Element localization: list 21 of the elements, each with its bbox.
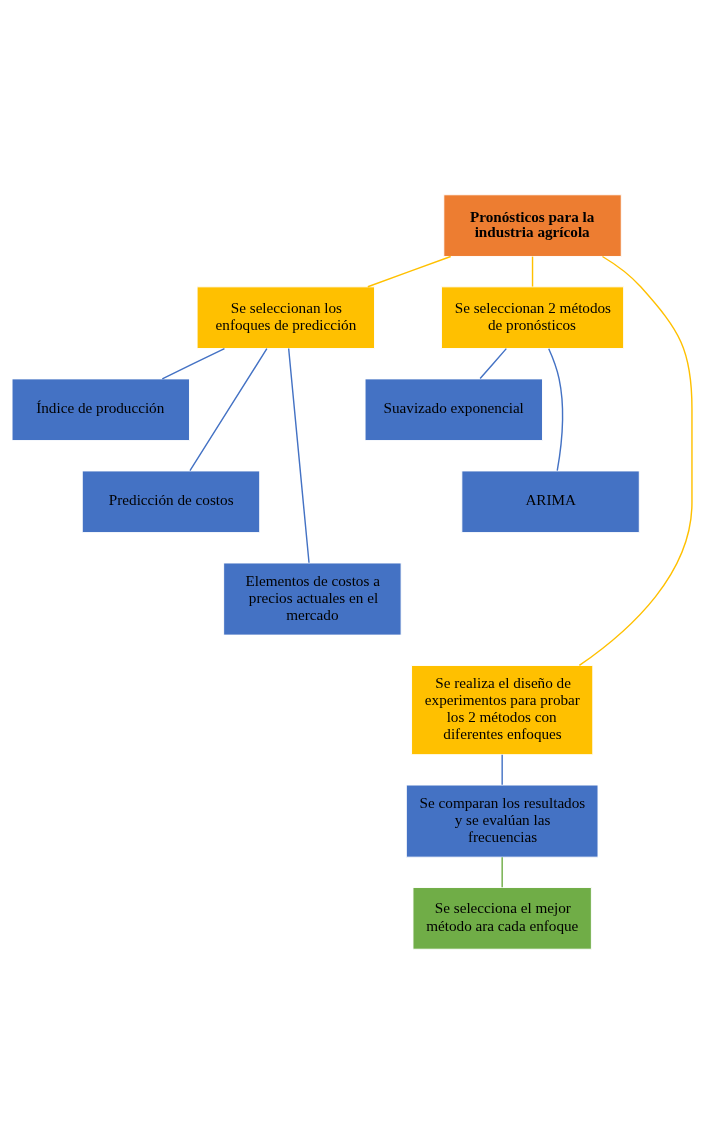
connector xyxy=(501,856,503,888)
node-box: Pronósticos para la industria agrícola xyxy=(443,193,622,257)
node-box: Se seleccionan 2 métodos de pronósticos xyxy=(440,285,625,349)
node-box: Se realiza el diseño de experimentos para probar los 2 métodos con diferentes enfoques xyxy=(411,664,594,755)
node-box: ARIMA xyxy=(461,469,640,533)
connector xyxy=(189,347,268,471)
node-box: Se seleccionan los enfoques de predicción xyxy=(196,285,375,349)
connector xyxy=(479,347,507,379)
node-box: Predicción de costos xyxy=(81,469,261,533)
connector xyxy=(548,347,564,471)
connector xyxy=(161,347,226,379)
connector xyxy=(367,255,452,287)
connector xyxy=(501,753,503,785)
connector xyxy=(531,255,534,287)
connector xyxy=(578,255,693,666)
node-box: Suavizado exponencial xyxy=(364,377,543,441)
node-box: Se comparan los resultados y se evalúan las frecuencias xyxy=(405,784,599,858)
connector xyxy=(287,347,310,563)
node-box: Se selecciona el mejor método ara cada enfoque xyxy=(412,886,592,950)
node-box: Índice de producción xyxy=(11,377,190,441)
node-box: Elementos de costos a precios actuales en el mercado xyxy=(223,562,402,636)
